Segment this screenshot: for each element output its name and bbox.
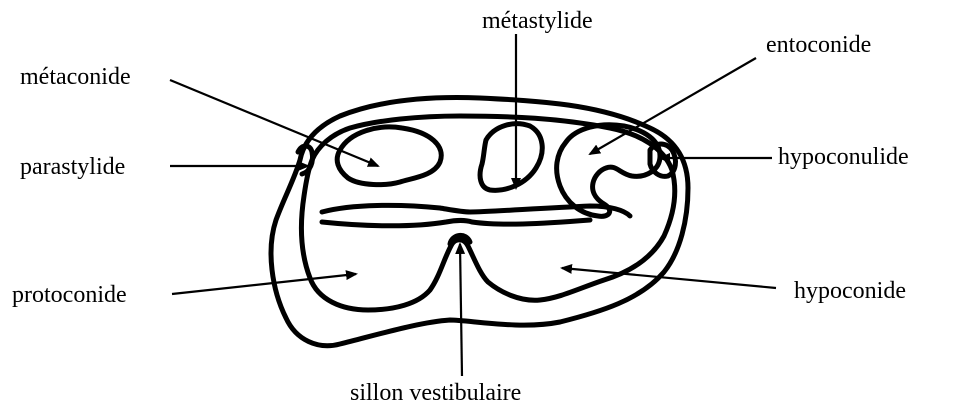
label-sillon-vestibulaire: sillon vestibulaire <box>350 380 521 406</box>
central-groove-lower <box>322 220 590 226</box>
label-metaconide: métaconide <box>20 64 131 90</box>
leader-sillon-vestibulaire <box>460 244 462 376</box>
leader-protoconide <box>172 274 356 294</box>
label-protoconide: protoconide <box>12 282 127 308</box>
leader-metaconide <box>170 80 378 166</box>
label-metastylide: métastylide <box>482 8 593 34</box>
label-parastylide: parastylide <box>20 154 125 180</box>
metastylide-cusp <box>480 124 542 191</box>
hypoconulide-cusp <box>650 144 675 176</box>
label-hypoconide: hypoconide <box>794 278 906 304</box>
label-entoconide: entoconide <box>766 32 871 58</box>
label-hypoconulide: hypoconulide <box>778 144 909 170</box>
leader-entoconide <box>590 58 756 154</box>
